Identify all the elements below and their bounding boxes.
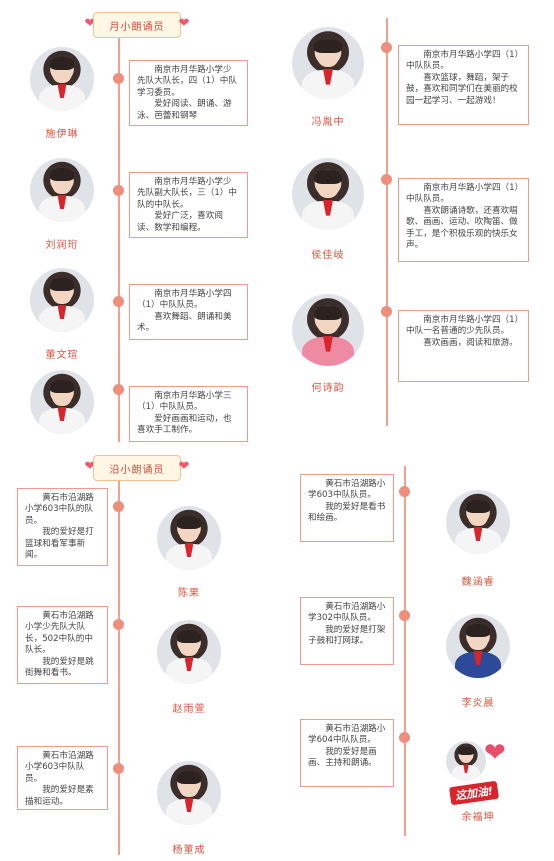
timeline-dot: [113, 763, 124, 774]
profile-card: 黄石市沿湖路小学302中队队员。我的爱好是打架子鼓和打网球。: [300, 597, 394, 665]
heart-icon: ❤: [84, 16, 96, 31]
profile-card: 南京市月华路小学四（1）中队队员。喜欢朗诵诗歌，还喜欢唱歌、画画、运动、吹陶笛、…: [398, 178, 529, 262]
timeline-right-yue: [386, 18, 388, 426]
profile-card: 黄石市沿湖路小学603中队队员。我的爱好是看书和绘画。: [300, 474, 394, 542]
avatar: [446, 490, 510, 554]
avatar: [446, 614, 510, 678]
student-name: 余福坤: [461, 812, 495, 823]
timeline-left-yan: [118, 470, 120, 855]
avatar: [292, 294, 364, 366]
avatar: [30, 47, 94, 111]
student-name: 杨董成: [172, 845, 206, 856]
avatar: [292, 158, 364, 230]
student-name: 魏涵睿: [461, 577, 495, 588]
profile-card: 黄石市沿湖路小学604中队队员。我的爱好是画画、主持和朗诵。: [300, 719, 394, 787]
profile-card: 南京市月华路小学少先队副大队长，三（1）中队的中队长。爱好广泛，喜欢阅读、数学和…: [129, 172, 248, 238]
avatar: [292, 27, 364, 99]
avatar: [157, 506, 221, 570]
student-name: 李炎晨: [461, 698, 495, 709]
profile-card: 南京市月华路小学三（1）中队队员。爱好画画和运动，也喜欢手工制作。: [129, 386, 248, 442]
profile-card: 南京市月华路小学四（1）中队一名普通的少先队员。喜欢画画，阅读和旅游。: [398, 310, 529, 382]
timeline-dot: [381, 306, 392, 317]
timeline-dot: [113, 619, 124, 630]
banner-title: 月小朗诵员: [93, 12, 181, 38]
timeline-dot: [113, 73, 124, 84]
avatar: [157, 761, 221, 825]
avatar: [157, 620, 221, 684]
avatar: [30, 370, 94, 434]
profile-card: 黄石市沿湖路小学603中队的队员。我的爱好是打篮球和看军事新闻。: [17, 488, 108, 566]
timeline-dot: [399, 610, 410, 621]
timeline-left-yue: [118, 34, 120, 442]
timeline-dot: [113, 501, 124, 512]
heart-icon: ❤: [178, 16, 190, 31]
avatar: [30, 268, 94, 332]
profile-card: 南京市月华路小学四（1）中队队员。喜欢舞蹈、朗诵和美术。: [129, 284, 248, 340]
profile-card: 黄石市沿湖路小学603中队队员。我的爱好是素描和运动。: [17, 746, 108, 810]
banner-title: 沿小朗诵员: [93, 455, 181, 481]
banner-yan: ❤ 沿小朗诵员 ❤: [83, 455, 191, 481]
student-name: 刘润珩: [45, 240, 79, 251]
timeline-dot: [399, 486, 410, 497]
student-name: 冯胤中: [311, 117, 345, 128]
timeline-dot: [113, 185, 124, 196]
student-name: 施伊琳: [45, 129, 79, 140]
heart-icon: ❤: [484, 738, 506, 768]
heart-icon: ❤: [84, 459, 96, 474]
avatar: [30, 158, 94, 222]
student-name: 赵雨萱: [172, 704, 206, 715]
timeline-right-yan: [404, 466, 406, 836]
profile-card: 南京市月华路小学少先队大队长，四（1）中队学习委员。爱好阅读、朗诵、游泳、芭蕾和…: [129, 60, 248, 126]
timeline-dot: [381, 174, 392, 185]
sticker-text: 这加油!: [448, 780, 500, 806]
timeline-dot: [113, 296, 124, 307]
student-name: 侯佳岐: [311, 250, 345, 261]
timeline-dot: [381, 42, 392, 53]
banner-yue: ❤ 月小朗诵员 ❤: [83, 12, 191, 38]
timeline-dot: [113, 384, 124, 395]
profile-card: 黄石市沿湖路小学少先队大队长，502中队的中队长。我的爱好是跳街舞和看书。: [17, 606, 108, 684]
student-name: 陈果: [178, 588, 200, 599]
timeline-dot: [399, 732, 410, 743]
avatar: [446, 741, 486, 781]
student-name: 董文瑄: [45, 350, 79, 361]
student-name: 何诗韵: [311, 383, 345, 394]
heart-icon: ❤: [178, 459, 190, 474]
profile-card: 南京市月华路小学四（1）中队队员。喜欢篮球，舞蹈，架子鼓，喜欢和同学们在美丽的校…: [398, 45, 529, 125]
